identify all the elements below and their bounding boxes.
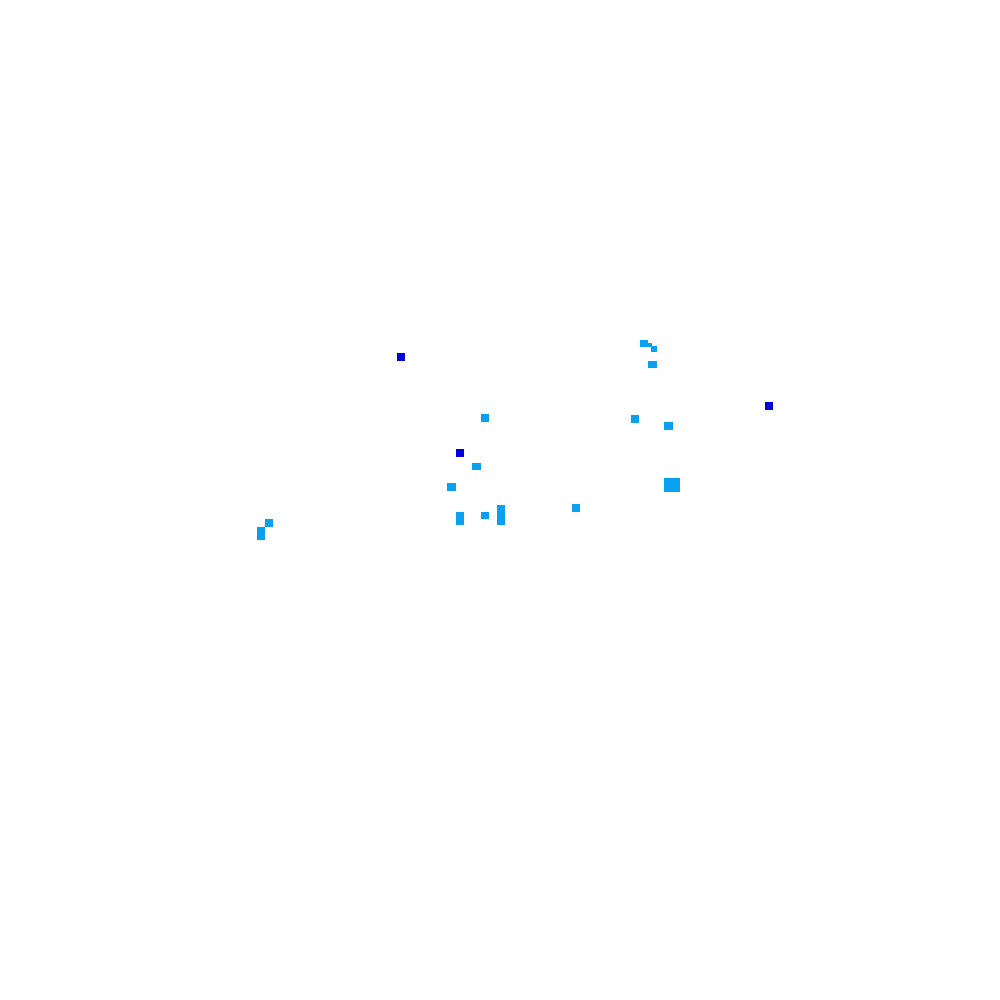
map-tile-t16 xyxy=(265,519,273,527)
map-tile-t15 xyxy=(497,505,505,525)
map-tile-t02-part3 xyxy=(651,346,657,352)
map-tile-t02-part1 xyxy=(640,340,648,347)
map-tile-t14 xyxy=(481,512,489,519)
map-tile-t01 xyxy=(397,353,405,361)
map-tile-t17 xyxy=(257,527,265,540)
map-tile-t08 xyxy=(472,463,481,470)
map-tile-t11 xyxy=(664,478,680,492)
tiles-layer xyxy=(257,340,773,540)
map-tile-t02-part2 xyxy=(648,343,652,347)
map-tile-t04 xyxy=(481,414,489,422)
map-tile-t09 xyxy=(447,483,456,491)
map-tile-t07 xyxy=(664,422,673,430)
map-tile-t06 xyxy=(765,402,773,410)
map-tile-t13 xyxy=(456,512,464,525)
map-tile-t03 xyxy=(648,361,657,368)
map-tile-t05 xyxy=(631,415,639,423)
map-tile-t12 xyxy=(572,504,580,512)
map-tile-t10 xyxy=(456,449,464,457)
